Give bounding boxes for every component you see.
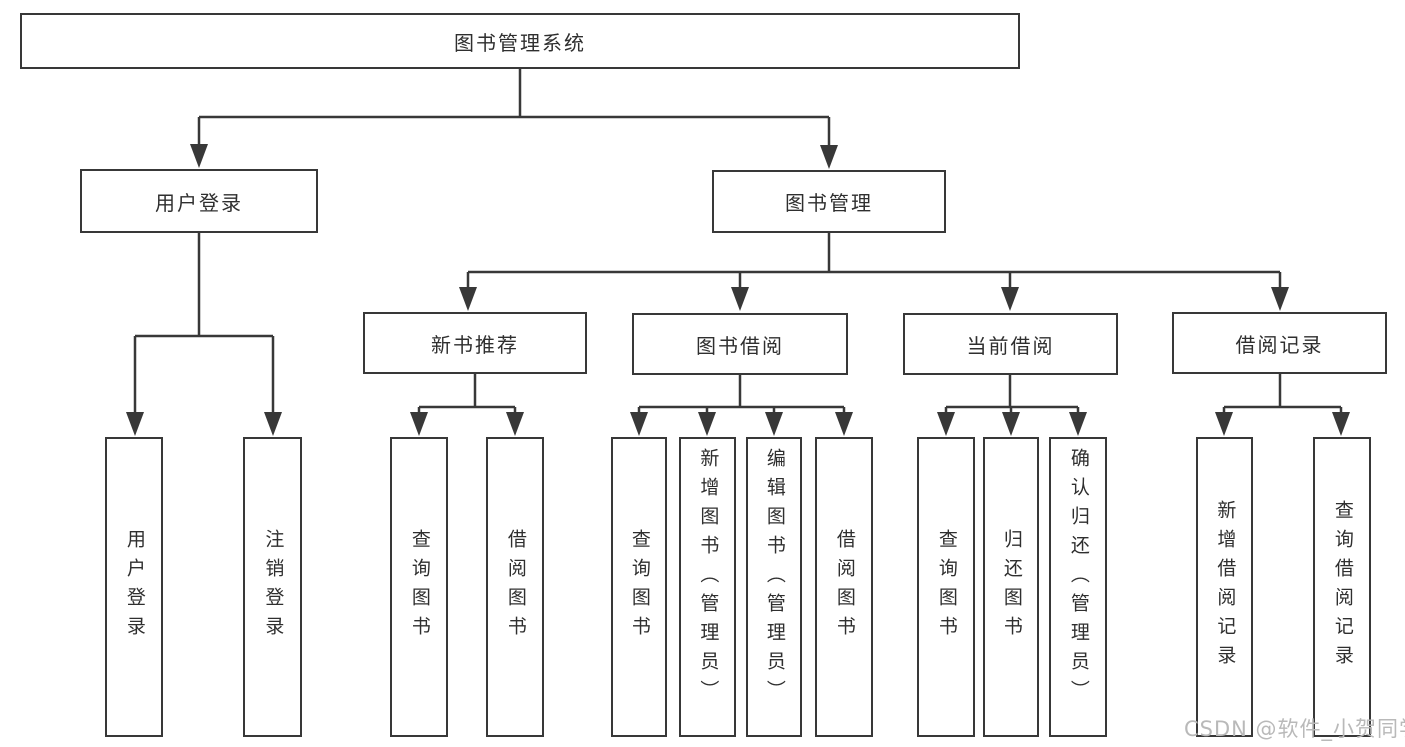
node-recommend-query-books: 查询图书 — [390, 437, 448, 737]
node-current-confirm-return-admin: 确认归还（管理员） — [1049, 437, 1107, 737]
csdn-watermark: CSDN @软件_小贺同学 — [1184, 717, 1405, 741]
node-current-borrowing: 当前借阅 — [903, 313, 1118, 375]
node-borrowing-add-books-admin-label: 新增图书（管理员） — [697, 448, 720, 709]
node-recommend-query-books-label: 查询图书 — [408, 529, 431, 645]
node-borrowing-borrow-books: 借阅图书 — [815, 437, 873, 737]
node-leaf-user-login-label: 用户登录 — [123, 529, 146, 645]
node-leaf-user-login: 用户登录 — [105, 437, 163, 737]
node-current-confirm-return-admin-label: 确认归还（管理员） — [1067, 448, 1090, 709]
node-leaf-logout: 注销登录 — [243, 437, 302, 737]
node-book-management: 图书管理 — [712, 170, 946, 233]
node-borrowing-edit-books-admin: 编辑图书（管理员） — [746, 437, 802, 737]
node-borrowing-query-books-label: 查询图书 — [628, 529, 651, 645]
node-recommend-borrow-books: 借阅图书 — [486, 437, 544, 737]
node-records-query-record: 查询借阅记录 — [1313, 437, 1371, 737]
node-borrowing-borrow-books-label: 借阅图书 — [833, 529, 856, 645]
node-leaf-logout-label: 注销登录 — [262, 529, 285, 645]
node-borrowing-edit-books-admin-label: 编辑图书（管理员） — [763, 448, 786, 709]
node-current-return-books-label: 归还图书 — [1000, 529, 1023, 645]
node-borrow-records: 借阅记录 — [1172, 312, 1387, 374]
node-records-add-record: 新增借阅记录 — [1196, 437, 1253, 737]
node-current-query-books: 查询图书 — [917, 437, 975, 737]
node-records-query-record-label: 查询借阅记录 — [1331, 500, 1354, 674]
node-current-return-books: 归还图书 — [983, 437, 1039, 737]
node-book-borrowing: 图书借阅 — [632, 313, 848, 375]
node-current-query-books-label: 查询图书 — [935, 529, 958, 645]
node-recommend-borrow-books-label: 借阅图书 — [504, 529, 527, 645]
node-borrowing-add-books-admin: 新增图书（管理员） — [679, 437, 736, 737]
node-records-add-record-label: 新增借阅记录 — [1214, 500, 1237, 674]
node-new-book-recommend: 新书推荐 — [363, 312, 587, 374]
node-root: 图书管理系统 — [20, 13, 1020, 69]
node-user-login-group: 用户登录 — [80, 169, 318, 233]
node-borrowing-query-books: 查询图书 — [611, 437, 667, 737]
